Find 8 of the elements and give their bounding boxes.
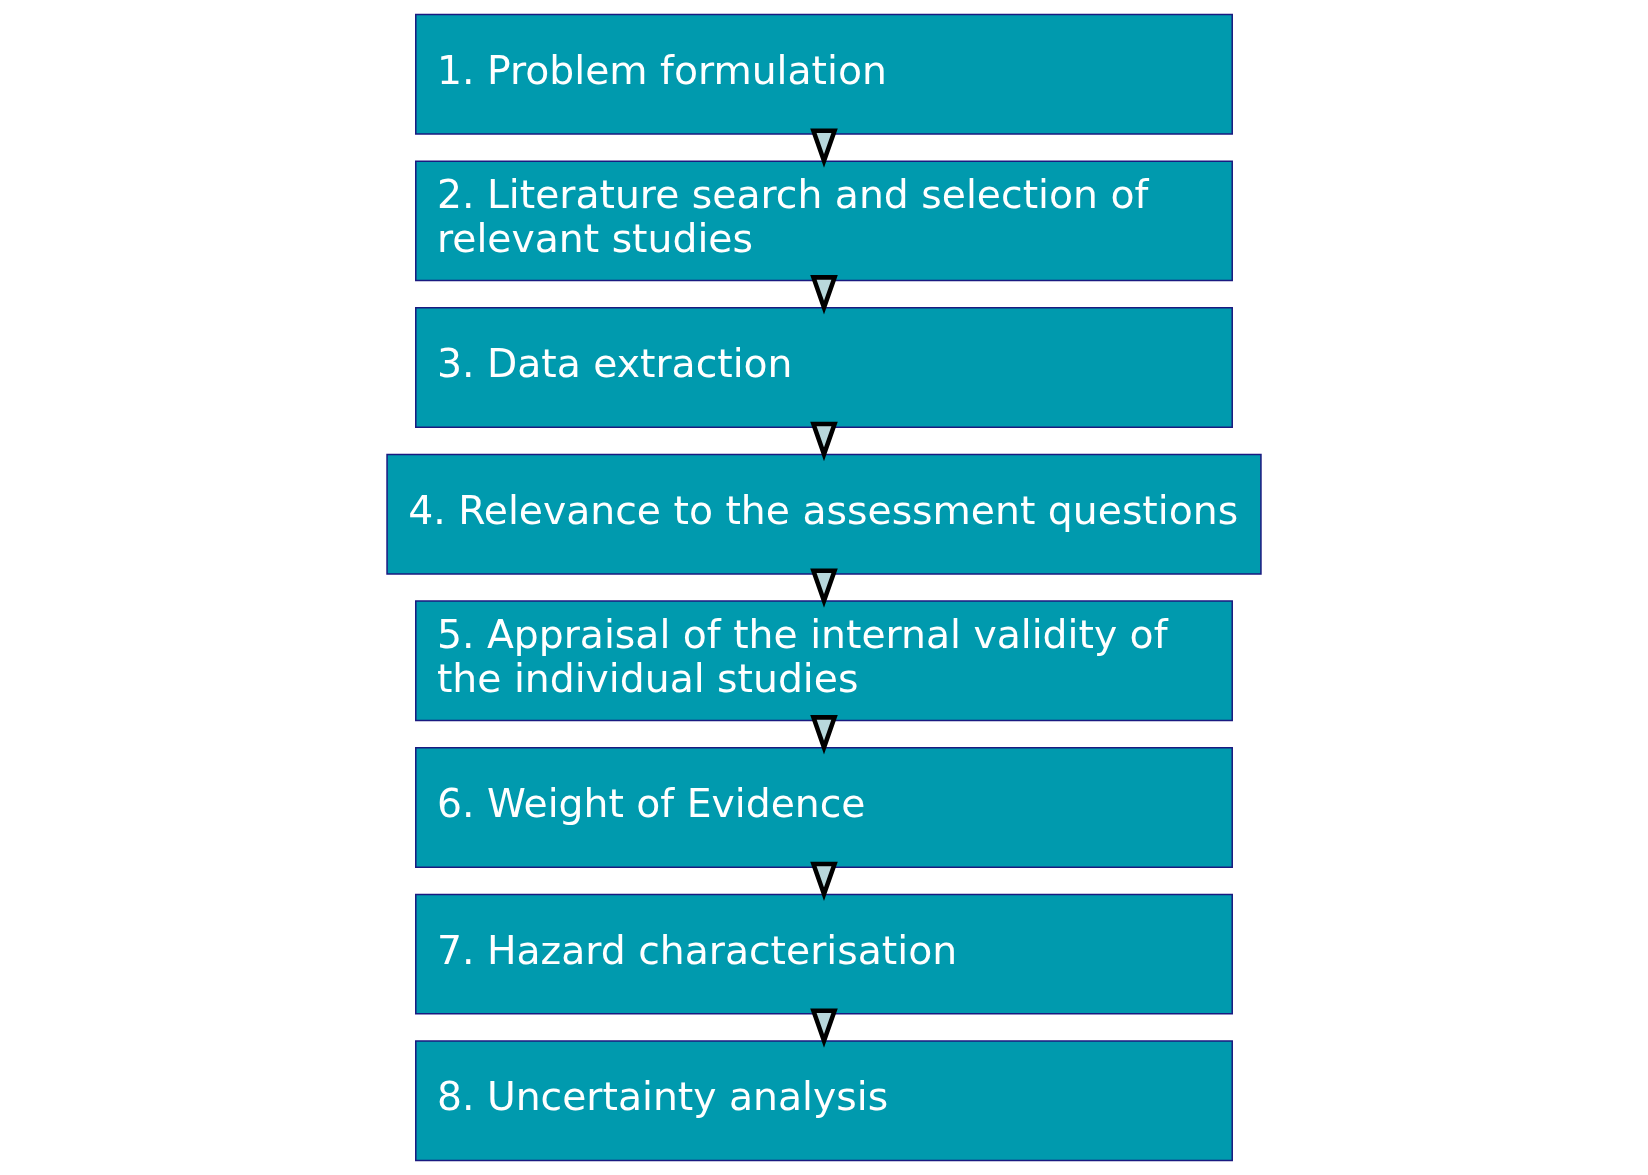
arrow	[810, 568, 838, 608]
arrow	[810, 715, 838, 755]
arrow	[810, 1008, 838, 1048]
arrow	[810, 128, 838, 168]
arrow	[810, 421, 838, 462]
node-box: 8. Uncertainty analysis	[415, 1040, 1233, 1162]
arrow	[810, 275, 838, 315]
arrow	[810, 861, 838, 902]
